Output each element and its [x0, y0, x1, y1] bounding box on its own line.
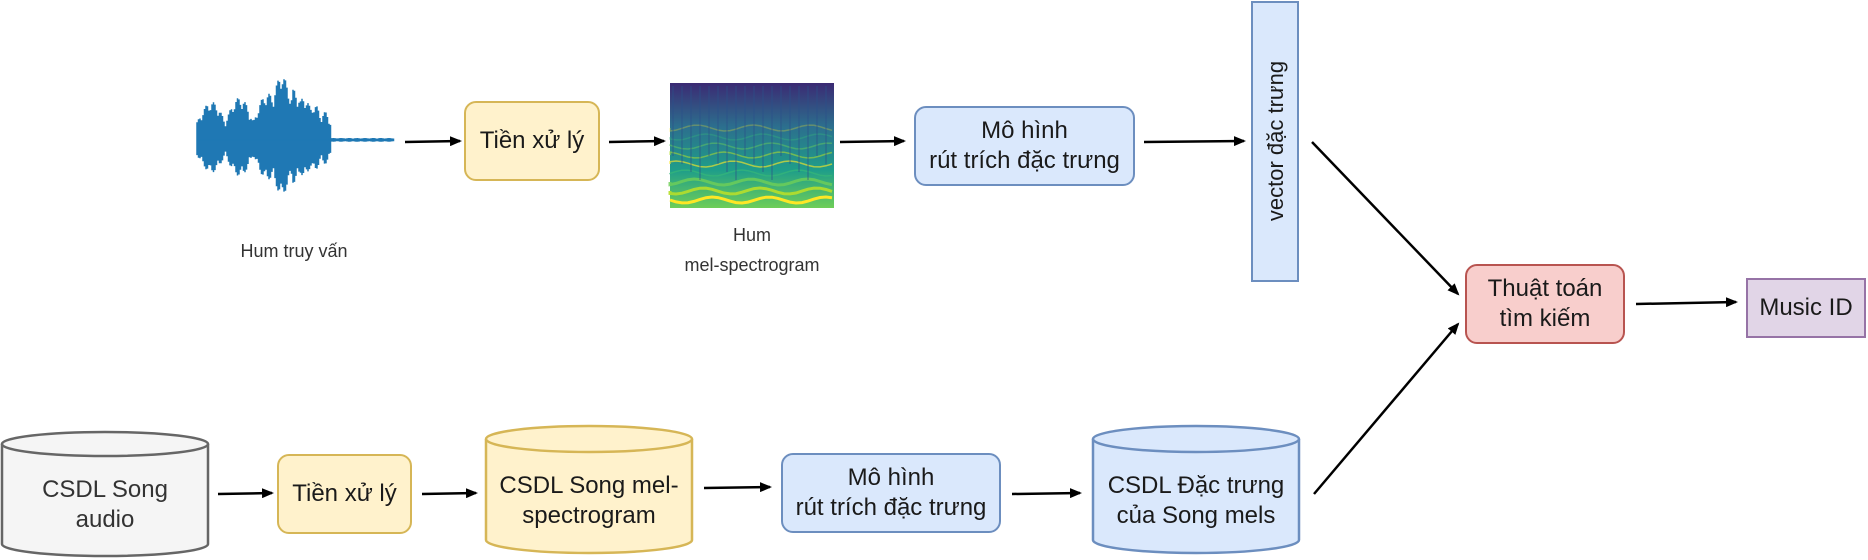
arrow-spectrogram-to-model — [839, 136, 906, 147]
spectrogram-column — [753, 86, 755, 164]
feature-vector-box — [1251, 1, 1299, 282]
spectrogram-band — [669, 195, 833, 205]
db-song-mel-cylinder — [484, 424, 694, 555]
spectrogram-column — [771, 86, 773, 180]
preprocess-bottom-label: Tiền xử lý — [292, 480, 397, 507]
waveform-trace — [196, 79, 395, 192]
db-song-audio-cylinder — [0, 430, 210, 558]
db-song-audio-label: CSDL Song audio — [42, 476, 168, 533]
spectrogram-band — [669, 124, 833, 132]
spectrogram-column — [735, 86, 737, 180]
arrow-featuredb-to-search — [1313, 322, 1460, 495]
spectrogram-column — [699, 86, 701, 180]
spectrogram-column — [708, 86, 710, 156]
spectrogram-column — [825, 86, 827, 164]
spectrogram-column — [681, 86, 683, 164]
spectrogram-column — [672, 86, 674, 156]
spectrogram-band — [669, 169, 833, 177]
db-song-mel-label: CSDL Song mel- spectrogram — [499, 472, 679, 529]
spectrogram-column — [690, 86, 692, 172]
spectrogram-band — [669, 133, 833, 141]
arrow-meldb-to-model — [703, 482, 772, 493]
spectrogram-column — [726, 86, 728, 172]
model-bottom-label: Mô hình rút trích đặc trưng — [795, 464, 987, 521]
preprocess-top-label: Tiền xử lý — [479, 127, 585, 154]
spectrogram-column — [744, 86, 746, 156]
db-song-features-cylinder — [1091, 424, 1301, 555]
hum-waveform-icon — [196, 79, 395, 192]
spectrogram-column — [789, 86, 791, 164]
spectrogram-band — [668, 186, 833, 196]
spectrogram-column — [780, 86, 782, 156]
model-top-label: Mô hình rút trích đặc trưng — [929, 117, 1120, 174]
arrow-preprocess-to-spectrogram — [608, 136, 666, 147]
arrow-model-to-featuredb — [1011, 488, 1082, 499]
connector-arrows — [217, 136, 1738, 499]
arrow-search-to-musicid — [1635, 297, 1738, 308]
search-algorithm-box: Thuật toán tìm kiếm — [1465, 264, 1625, 344]
arrow-preprocess-to-meldb — [421, 488, 478, 499]
arrow-wave-to-preprocess — [404, 136, 462, 147]
music-id-box: Music ID — [1746, 278, 1866, 338]
spectrogram-band — [669, 151, 833, 159]
feature-vector-label: vector đặc trưng — [1263, 60, 1288, 222]
arrow-vector-to-search — [1311, 141, 1460, 296]
spectrogram-column — [816, 86, 818, 156]
spectrogram-column — [807, 86, 809, 180]
spectrogram-band — [669, 160, 833, 168]
spectrogram-band — [668, 177, 833, 187]
spectrogram-column — [798, 86, 800, 172]
feature-vector-label-wrap: vector đặc trưng — [1252, 0, 1300, 282]
preprocess-bottom-box: Tiền xử lý — [277, 454, 412, 534]
music-id-label: Music ID — [1759, 294, 1853, 321]
hum-mel-caption: Hum mel-spectrogram — [684, 225, 820, 275]
search-algorithm-label: Thuật toán tìm kiếm — [1487, 275, 1603, 332]
spectrogram-column — [717, 86, 719, 164]
spectrogram-band — [669, 142, 833, 150]
arrow-audio-to-preprocess — [217, 488, 274, 499]
hum-mel-spectrogram-image — [668, 83, 834, 208]
model-top-box: Mô hình rút trích đặc trưng — [914, 106, 1135, 186]
preprocess-top-box: Tiền xử lý — [464, 101, 600, 181]
db-song-features-label: CSDL Đặc trưng của Song mels — [1107, 472, 1285, 529]
arrow-model-to-vector — [1143, 136, 1246, 147]
model-bottom-box: Mô hình rút trích đặc trưng — [781, 453, 1001, 533]
hum-query-caption: Hum truy vấn — [240, 241, 348, 261]
spectrogram-column — [762, 86, 764, 172]
